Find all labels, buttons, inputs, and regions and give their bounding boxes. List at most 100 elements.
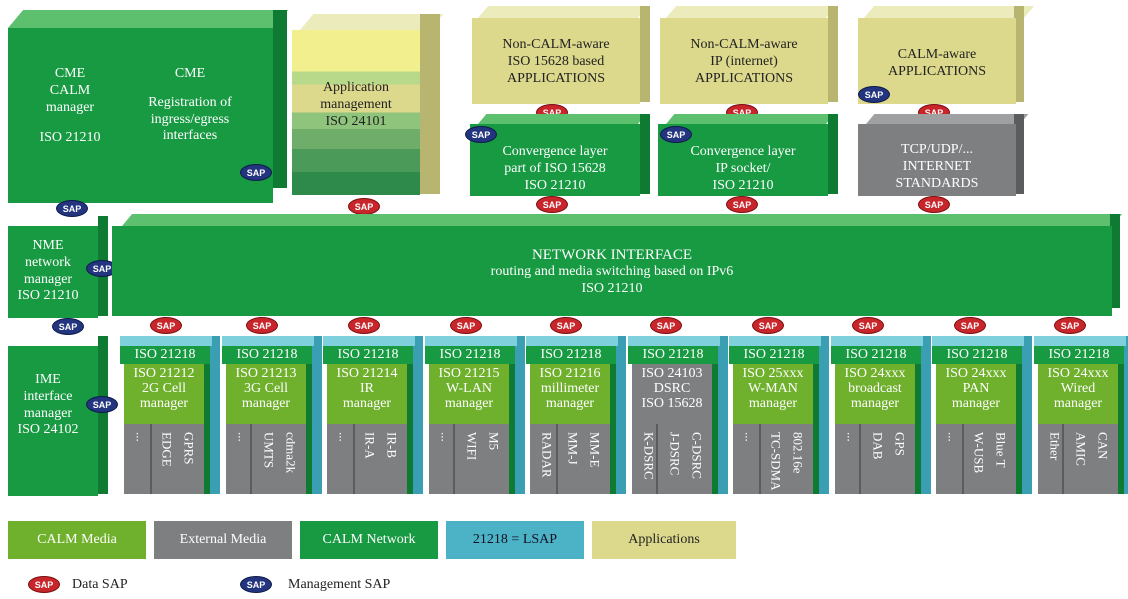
media-line1: DSRC <box>653 381 691 396</box>
network-block <box>112 226 1112 316</box>
app-top <box>666 6 837 18</box>
media-line1: 2G Cell <box>142 381 186 396</box>
media-variants-divider <box>1062 424 1064 494</box>
lsap-label: ISO 21218 <box>642 347 704 362</box>
lsap-side <box>515 336 525 494</box>
media-line2: manager <box>444 396 494 411</box>
ime-side <box>98 336 108 494</box>
media-std-side <box>1016 364 1022 494</box>
media-std-block <box>226 364 306 424</box>
media-std-side <box>509 364 515 494</box>
lsap-label: ISO 21218 <box>1048 347 1110 362</box>
media-variants <box>327 424 407 494</box>
media-line2: manager <box>748 396 798 411</box>
media-column: ISO 21218 ISO 24xxx broadcast manager ..… <box>831 336 931 498</box>
data-sap-icon: SAP <box>954 317 986 334</box>
legend-management-sap-icon: SAP <box>240 576 272 593</box>
lsap-top <box>1034 336 1126 346</box>
legend-lsap: 21218 = LSAP <box>446 521 584 559</box>
media-std-side <box>813 364 819 494</box>
nme-block <box>8 226 98 318</box>
cme-block-side <box>273 10 287 188</box>
media-line1: W-LAN <box>446 381 492 396</box>
media-variant-label: MM-J <box>565 432 581 465</box>
app-top <box>478 6 649 18</box>
data-sap-icon: SAP <box>752 317 784 334</box>
media-column: ISO 21218 ISO 21212 2G Cell manager ...E… <box>120 336 220 498</box>
media-variants-divider <box>962 424 964 494</box>
media-variant-label: ... <box>742 432 758 442</box>
lsap-side <box>413 336 423 494</box>
media-line2: manager <box>1053 396 1103 411</box>
media-variant-label: Ether <box>1047 432 1063 461</box>
data-sap-icon: SAP <box>1054 317 1086 334</box>
legend-management-sap-label: Management SAP <box>288 577 391 592</box>
data-sap-icon: SAP <box>918 196 950 213</box>
app-mgmt-block <box>292 30 420 195</box>
data-sap-icon: SAP <box>348 198 380 215</box>
lsap-side <box>718 336 728 494</box>
media-std-side <box>915 364 921 494</box>
media-variant-label: MM-E <box>587 432 603 468</box>
media-std-label: ISO 21216 <box>539 366 601 381</box>
media-variant-label: EDGE <box>159 432 175 467</box>
media-column: ISO 21218 ISO 24xxx PAN manager ...W-USB… <box>932 336 1032 498</box>
management-sap-icon: SAP <box>86 396 118 413</box>
media-variant-label: W-USB <box>971 432 987 474</box>
lsap-top <box>120 336 212 346</box>
media-variants-divider <box>759 424 761 494</box>
media-std-side <box>712 364 718 494</box>
media-variant-label: Blue T <box>993 432 1009 468</box>
lsap-top <box>323 336 415 346</box>
management-sap-icon: SAP <box>56 200 88 217</box>
app-top <box>864 6 1035 18</box>
lsap-block <box>932 346 1022 364</box>
data-sap-icon: SAP <box>852 317 884 334</box>
lsap-top <box>729 336 821 346</box>
lsap-block <box>831 346 921 364</box>
legend-external-media: External Media <box>154 521 292 559</box>
media-std-side <box>306 364 312 494</box>
media-variant-label: ... <box>235 432 251 442</box>
cme-block-top <box>8 10 289 28</box>
media-std-side <box>204 364 210 494</box>
media-variants-divider <box>556 424 558 494</box>
media-std-side <box>407 364 413 494</box>
lsap-top <box>425 336 517 346</box>
app-mgmt-side <box>420 14 440 194</box>
lsap-side <box>921 336 931 494</box>
media-line1: PAN <box>962 381 990 396</box>
media-variants <box>936 424 1016 494</box>
cme-block <box>8 28 273 203</box>
app-block <box>660 18 828 104</box>
lsap-block <box>628 346 718 364</box>
legend-calm-media: CALM Media <box>8 521 146 559</box>
media-std-block <box>124 364 204 424</box>
media-variant-label: CAN <box>1095 432 1111 460</box>
media-std-label: ISO 21212 <box>133 366 195 381</box>
media-std-label: ISO 21214 <box>336 366 398 381</box>
data-sap-icon: SAP <box>150 317 182 334</box>
lsap-side <box>312 336 322 494</box>
media-std-label: ISO 24103 <box>641 366 703 381</box>
media-variant-label: AMIC <box>1073 432 1089 466</box>
media-column: ISO 21218 ISO 21213 3G Cell manager ...U… <box>222 336 322 498</box>
media-column: ISO 21218 ISO 21216 millimeter manager R… <box>526 336 626 498</box>
legend-applications: Applications <box>592 521 736 559</box>
media-std-label: ISO 24xxx <box>1047 366 1109 381</box>
media-variants <box>733 424 813 494</box>
management-sap-icon: SAP <box>858 86 890 103</box>
media-variant-label: ... <box>438 432 454 442</box>
media-line2: manager <box>241 396 291 411</box>
media-std-block <box>327 364 407 424</box>
ime-block <box>8 346 98 496</box>
media-variant-label: K-DSRC <box>641 432 657 480</box>
media-variant-label: GPS <box>892 432 908 456</box>
legend-data-sap-icon: SAP <box>28 576 60 593</box>
